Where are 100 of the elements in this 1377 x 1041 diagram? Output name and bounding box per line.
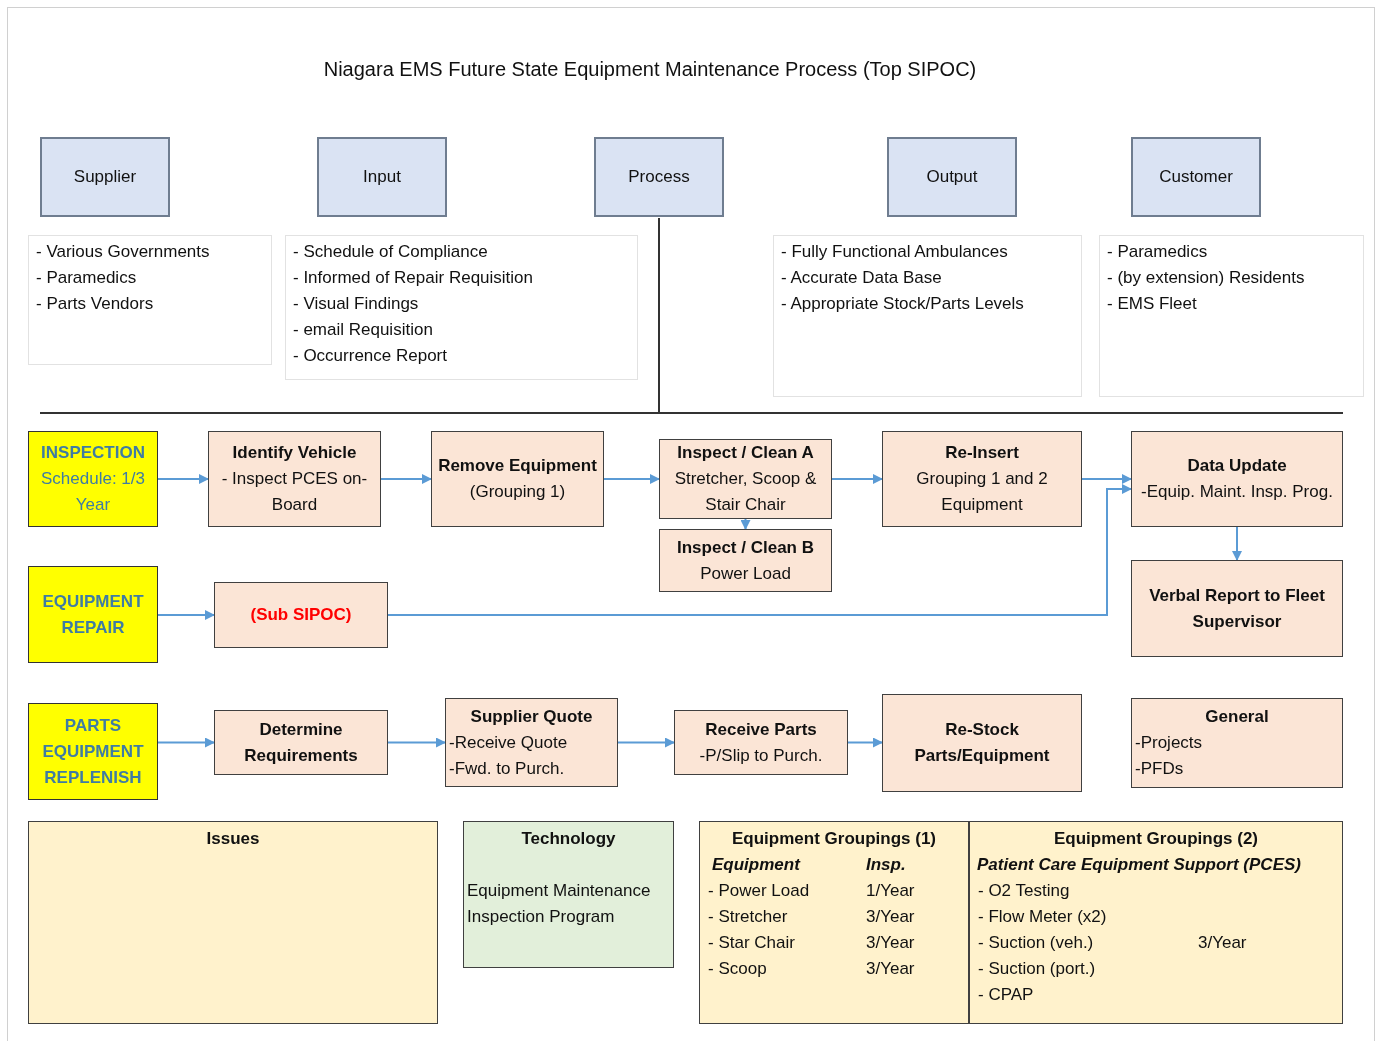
table-title: Equipment Groupings (2) <box>1053 828 1259 850</box>
process-box <box>214 710 388 775</box>
box-text: -Receive Quote <box>448 731 569 754</box>
arrow <box>847 737 883 748</box>
box-title: Identify Vehicle <box>231 442 358 464</box>
table-cell-text: 1/Year <box>865 880 916 902</box>
list-item: - Paramedics <box>1106 241 1209 263</box>
box-text: Process <box>627 166 691 188</box>
diagram-title: Niagara EMS Future State Equipment Maintenance Process (Top SIPOC) <box>322 58 978 81</box>
table-cell-text: 3/Year <box>1197 932 1248 954</box>
table-cell-text: Insp. <box>865 854 907 876</box>
trigger-box <box>28 431 158 527</box>
box-title: Inspect / Clean A <box>676 442 815 464</box>
box-text: Issues <box>205 828 261 850</box>
table-cell-text: 3/Year <box>865 958 916 980</box>
list-item: - Informed of Repair Requisition <box>292 267 534 289</box>
box-text: Schedule: 1/3 Year <box>40 468 146 516</box>
box-text: -Fwd. to Purch. <box>448 757 566 780</box>
process-box <box>659 439 832 519</box>
arrow <box>831 474 883 484</box>
list-item: - Appropriate Stock/Parts Levels <box>780 293 1025 315</box>
box-text: Customer <box>1158 166 1234 188</box>
box-text: Supplier <box>72 166 138 188</box>
arrow <box>387 484 1132 616</box>
box-text: - Inspect PCES on-Board <box>220 468 369 516</box>
box-title: Supplier Quote <box>469 705 594 728</box>
notes-panel <box>28 821 438 1024</box>
box-text: PARTS EQUIPMENT REPLENISH <box>41 714 145 789</box>
box-title: Receive Parts <box>704 718 818 741</box>
arrow <box>387 737 446 748</box>
box-text: Grouping 1 and 2 Equipment <box>915 468 1049 516</box>
process-box <box>445 698 618 787</box>
list-item: - Paramedics <box>35 267 138 289</box>
list-item: - Accurate Data Base <box>780 267 943 289</box>
list-item: - EMS Fleet <box>1106 293 1198 315</box>
table-cell-text: 3/Year <box>865 906 916 928</box>
table-cell-text: - Power Load <box>707 880 811 902</box>
table-cell-text: - Star Chair <box>707 932 796 954</box>
process-box <box>1131 431 1343 527</box>
process-box <box>1131 698 1343 788</box>
trigger-box <box>28 703 158 800</box>
box-text: -PFDs <box>1134 758 1185 780</box>
header-box <box>887 137 1017 217</box>
table-cell-text: - Flow Meter (x2) <box>977 906 1108 928</box>
list-box <box>285 235 638 380</box>
list-item: - Various Governments <box>35 241 211 263</box>
process-box <box>674 710 848 775</box>
process-box <box>208 431 381 527</box>
arrow <box>603 474 660 484</box>
box-text: (Sub SIPOC) <box>249 604 353 626</box>
box-text: EQUIPMENT REPAIR <box>41 590 145 639</box>
table-cell-text: - Suction (port.) <box>977 958 1097 980</box>
process-box <box>1131 560 1343 657</box>
info-panel <box>463 821 674 968</box>
table-panel <box>969 821 1343 1024</box>
box-text: Equipment Maintenance Inspection Program <box>466 880 652 928</box>
box-text: -Equip. Maint. Insp. Prog. <box>1140 481 1334 503</box>
process-box <box>431 431 604 527</box>
box-text: Power Load <box>699 562 792 585</box>
list-box <box>28 235 272 365</box>
arrow <box>1081 474 1132 484</box>
list-item: - (by extension) Residents <box>1106 267 1306 289</box>
box-title: Technology <box>520 828 617 850</box>
arrow <box>740 518 751 530</box>
list-item: - Occurrence Report <box>292 345 448 367</box>
arrow <box>157 474 209 484</box>
header-box <box>1131 137 1261 217</box>
box-text: Verbal Report to Fleet Supervisor <box>1148 584 1326 633</box>
list-item: - Visual Findings <box>292 293 420 315</box>
header-box <box>594 137 724 217</box>
box-text: -Projects <box>1134 732 1204 754</box>
table-cell-text: - Stretcher <box>707 906 789 928</box>
header-box <box>40 137 170 217</box>
process-box <box>882 431 1082 527</box>
table-cell-text: - O2 Testing <box>977 880 1071 902</box>
box-text: Input <box>362 166 402 188</box>
box-title: INSPECTION <box>40 442 146 464</box>
table-cell-text: - CPAP <box>977 984 1035 1006</box>
list-box <box>1099 235 1364 397</box>
table-title: Equipment Groupings (1) <box>731 828 937 850</box>
box-title: General <box>1204 706 1270 728</box>
arrow <box>380 474 432 484</box>
process-box <box>214 582 388 648</box>
box-title: Inspect / Clean B <box>676 536 815 559</box>
process-box <box>659 529 832 592</box>
box-text: Output <box>925 166 979 188</box>
table-panel <box>699 821 969 1024</box>
box-text: (Grouping 1) <box>468 481 567 503</box>
table-cell-text: - Suction (veh.) <box>977 932 1095 954</box>
list-item: - email Requisition <box>292 319 434 341</box>
table-cell-text: - Scoop <box>707 958 768 980</box>
list-item: - Schedule of Compliance <box>292 241 489 263</box>
box-text: -P/Slip to Purch. <box>698 744 824 767</box>
trigger-box <box>28 566 158 663</box>
list-box <box>773 235 1082 397</box>
table-cell-text: Equipment <box>711 854 802 876</box>
box-text: Re-Stock Parts/Equipment <box>913 719 1051 767</box>
box-title: Data Update <box>1186 455 1288 477</box>
arrow <box>157 737 215 748</box>
box-title: Remove Equipment <box>437 455 598 477</box>
